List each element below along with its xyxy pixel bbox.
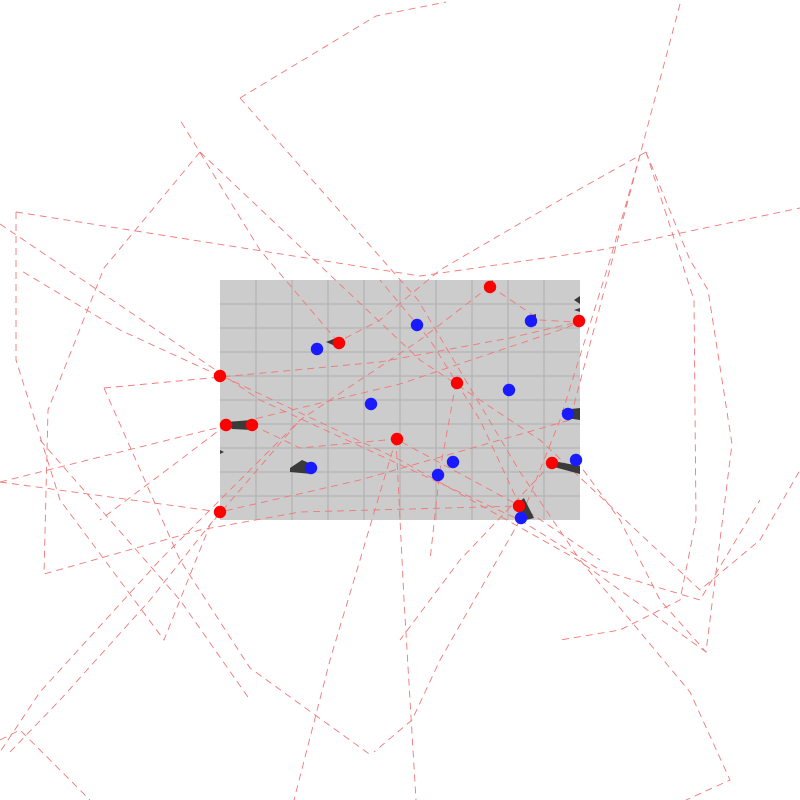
blue-agent[interactable] (514, 511, 528, 525)
sight-line (179, 119, 339, 343)
sight-line (395, 438, 417, 800)
blue-agent[interactable] (569, 453, 583, 467)
sight-line (103, 321, 579, 389)
sight-line (0, 321, 581, 483)
sight-line (293, 438, 397, 800)
sight-line (0, 729, 91, 800)
red-team (213, 280, 586, 519)
sight-line (337, 151, 647, 343)
sight-line (239, 1, 447, 99)
sight-line (0, 223, 761, 601)
sight-line (99, 424, 227, 521)
arena (220, 280, 580, 520)
sight-line (575, 459, 707, 653)
blue-agent[interactable] (310, 342, 324, 356)
blue-agent[interactable] (364, 397, 378, 411)
sight-line (103, 387, 373, 757)
red-agent[interactable] (219, 418, 233, 432)
blue-agent[interactable] (304, 461, 318, 475)
blue-agent[interactable] (431, 468, 445, 482)
red-agent[interactable] (245, 418, 259, 432)
blue-agent[interactable] (561, 407, 575, 421)
red-agent[interactable] (332, 336, 346, 350)
blue-team (304, 314, 583, 525)
blue-agent[interactable] (502, 383, 516, 397)
sight-line (0, 285, 491, 753)
blue-agent[interactable] (446, 455, 460, 469)
sight-line (373, 3, 681, 753)
red-agent[interactable] (512, 499, 526, 513)
sight-line (19, 269, 221, 377)
red-agent[interactable] (213, 369, 227, 383)
sight-line (15, 212, 301, 641)
wall-wedge (220, 450, 224, 454)
sight-line (15, 207, 800, 277)
sight-line (239, 97, 731, 800)
sight-line (399, 462, 553, 641)
red-agent[interactable] (450, 376, 464, 390)
wall-wedge (574, 308, 580, 312)
wall-wedge (574, 296, 580, 304)
sight-line (43, 151, 521, 575)
red-agent[interactable] (545, 456, 559, 470)
sight-line (559, 151, 697, 641)
sight-line (221, 151, 733, 653)
sight-line (199, 151, 800, 591)
red-agent[interactable] (390, 432, 404, 446)
wall-wedge (226, 420, 252, 430)
sight-line (379, 279, 521, 507)
blue-agent[interactable] (524, 314, 538, 328)
blue-agent[interactable] (410, 318, 424, 332)
red-agent[interactable] (572, 314, 586, 328)
red-agent[interactable] (483, 280, 497, 294)
red-agent[interactable] (213, 505, 227, 519)
sight-line (39, 439, 251, 701)
sight-line (0, 154, 641, 513)
sight-line (489, 285, 577, 323)
